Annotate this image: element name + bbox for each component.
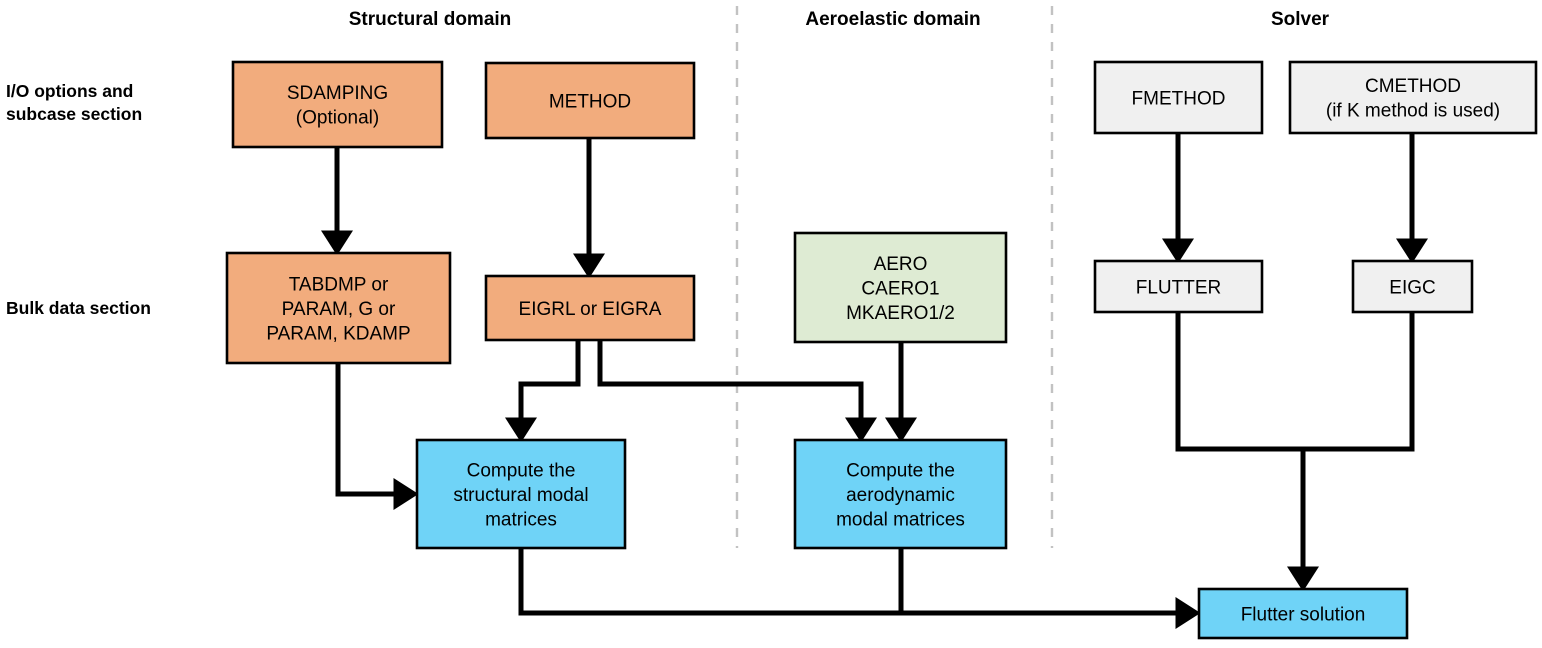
node-method-label-line-1: METHOD bbox=[549, 91, 631, 112]
node-tabdmp-label-line-2: PARAM, G or bbox=[282, 299, 396, 320]
node-cmethod-label-line-1: CMETHOD bbox=[1365, 76, 1461, 97]
node-flutter-card-box bbox=[1093, 259, 1264, 314]
node-compute-structural-label-line-2: structural modal bbox=[453, 485, 588, 506]
node-method[interactable]: METHOD bbox=[484, 61, 696, 140]
edge-compute-structural-to-flutter-solution bbox=[518, 548, 1201, 629]
node-compute-structural[interactable]: Compute the structural modal matrices bbox=[415, 438, 627, 550]
edge-eigrl-to-compute-structural bbox=[505, 340, 581, 443]
connectors-layer bbox=[321, 133, 1428, 629]
node-eigrl-label-line-1: EIGRL or EIGRA bbox=[519, 299, 662, 320]
node-aero-label-line-3: MKAERO1/2 bbox=[846, 303, 955, 324]
node-method-box bbox=[484, 61, 696, 140]
node-compute-aerodynamic-label-line-1: Compute the bbox=[846, 460, 955, 481]
node-fmethod-box bbox=[1093, 60, 1264, 135]
node-aero-label-line-1: AERO bbox=[874, 254, 928, 275]
node-fmethod-label-line-1: FMETHOD bbox=[1132, 88, 1226, 109]
node-flutter-solution[interactable]: Flutter solution bbox=[1197, 587, 1409, 640]
node-tabdmp-label-line-3: PARAM, KDAMP bbox=[266, 323, 410, 344]
column-title-solver: Solver bbox=[1271, 9, 1330, 30]
node-compute-structural-label-line-3: matrices bbox=[485, 509, 557, 530]
node-compute-aerodynamic-label-line-3: modal matrices bbox=[836, 509, 965, 530]
node-cmethod[interactable]: CMETHOD (if K method is used) bbox=[1288, 60, 1538, 135]
node-eigc-label-line-1: EIGC bbox=[1389, 277, 1435, 298]
node-eigrl-box bbox=[484, 274, 696, 342]
column-titles-layer: Structural domain Aeroelastic domain Solve… bbox=[349, 9, 1330, 30]
node-sdamping-box bbox=[231, 60, 444, 149]
column-title-structural: Structural domain bbox=[349, 9, 512, 30]
edge-eigc-to-junction bbox=[1303, 312, 1415, 452]
node-tabdmp-box bbox=[225, 251, 452, 365]
node-compute-aerodynamic-label-line-2: aerodynamic bbox=[846, 485, 955, 506]
node-cmethod-label-line-2: (if K method is used) bbox=[1326, 101, 1500, 122]
row-label-io-options-line-1: I/O options and bbox=[6, 81, 133, 101]
node-eigc-box bbox=[1351, 259, 1474, 314]
node-tabdmp[interactable]: TABDMP or PARAM, G or PARAM, KDAMP bbox=[225, 251, 452, 365]
nodes-layer: SDAMPING (Optional) METHOD FMETHOD CMETHOD (i… bbox=[225, 60, 1538, 640]
node-sdamping-label-line-1: SDAMPING bbox=[287, 83, 388, 104]
node-compute-aerodynamic-box bbox=[793, 438, 1008, 550]
node-compute-structural-box bbox=[415, 438, 627, 550]
node-aero-box bbox=[793, 231, 1008, 344]
node-flutter-solution-box bbox=[1197, 587, 1409, 640]
column-title-aeroelastic: Aeroelastic domain bbox=[805, 9, 980, 30]
node-aero-label-line-2: CAERO1 bbox=[861, 278, 939, 299]
node-sdamping[interactable]: SDAMPING (Optional) bbox=[231, 60, 444, 149]
node-cmethod-box bbox=[1288, 60, 1538, 135]
row-label-io-options-line-2: subcase section bbox=[6, 104, 142, 124]
edge-flutter-card-to-junction bbox=[1175, 312, 1319, 592]
node-sdamping-label-line-2: (Optional) bbox=[296, 108, 379, 129]
node-flutter-card[interactable]: FLUTTER bbox=[1093, 259, 1264, 314]
node-eigrl[interactable]: EIGRL or EIGRA bbox=[484, 274, 696, 342]
edge-tabdmp-to-compute-structural bbox=[335, 363, 419, 510]
node-fmethod[interactable]: FMETHOD bbox=[1093, 60, 1264, 135]
row-label-bulk-data-line-1: Bulk data section bbox=[6, 298, 151, 318]
edge-eigrl-to-compute-aerodynamic bbox=[597, 340, 877, 443]
node-flutter-card-label-line-1: FLUTTER bbox=[1136, 277, 1222, 298]
node-eigc[interactable]: EIGC bbox=[1351, 259, 1474, 314]
domain-dividers bbox=[735, 6, 1054, 548]
node-flutter-solution-label-line-1: Flutter solution bbox=[1241, 604, 1366, 625]
node-tabdmp-label-line-1: TABDMP or bbox=[289, 274, 389, 295]
node-compute-aerodynamic[interactable]: Compute the aerodynamic modal matrices bbox=[793, 438, 1008, 550]
node-compute-structural-label-line-1: Compute the bbox=[467, 460, 576, 481]
